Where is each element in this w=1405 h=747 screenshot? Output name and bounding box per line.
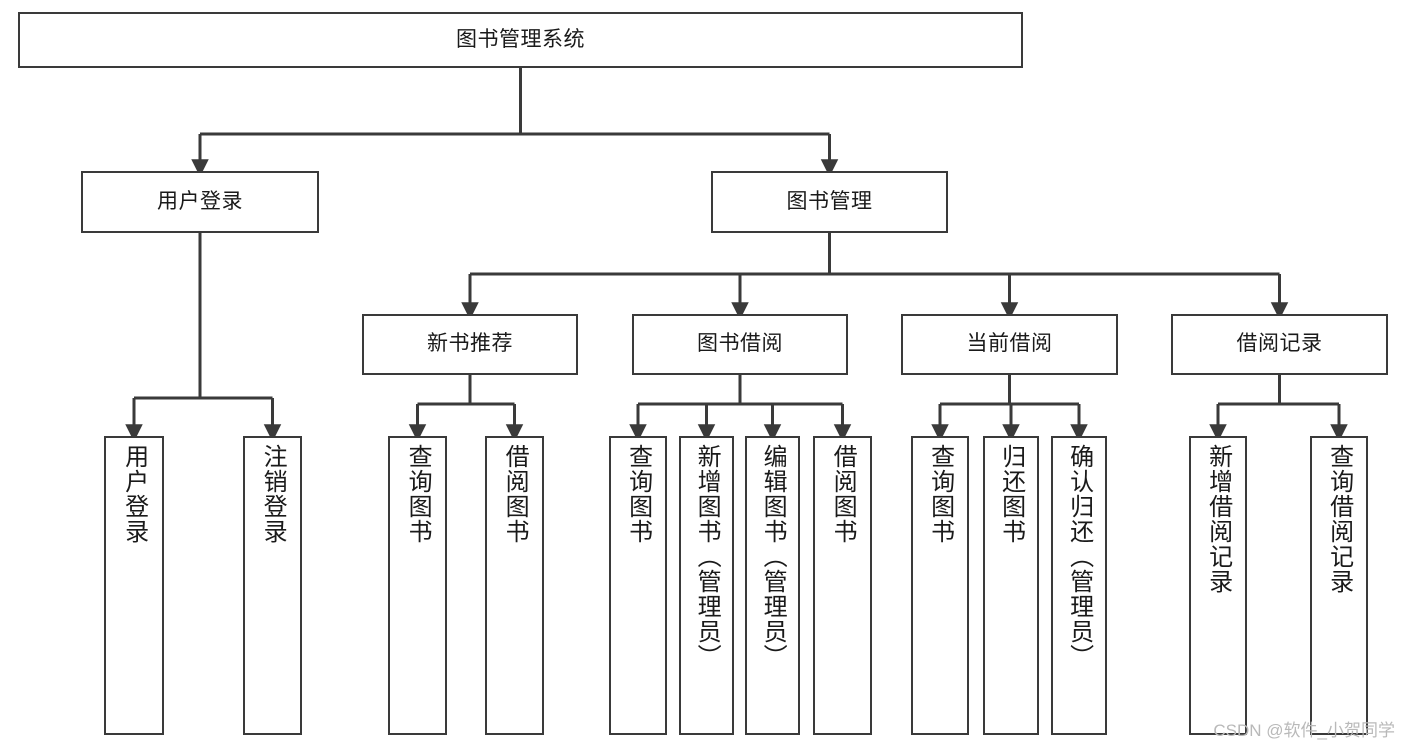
- node-label-leaf-query-book-3: 查询图书: [926, 444, 954, 544]
- node-user-login[interactable]: 用户登录: [81, 171, 319, 233]
- node-label-user-login: 用户登录: [157, 189, 243, 213]
- node-leaf-confirm-return[interactable]: 确认归还（管理员）: [1051, 436, 1107, 735]
- node-leaf-add-record[interactable]: 新增借阅记录: [1189, 436, 1247, 735]
- node-label-leaf-query-book-2: 查询图书: [624, 444, 652, 544]
- node-leaf-borrow-book-2[interactable]: 借阅图书: [813, 436, 872, 735]
- node-label-leaf-borrow-book-1: 借阅图书: [501, 444, 529, 544]
- node-leaf-query-record[interactable]: 查询借阅记录: [1310, 436, 1368, 735]
- node-label-book-borrow: 图书借阅: [697, 332, 783, 356]
- node-leaf-query-book-3[interactable]: 查询图书: [911, 436, 969, 735]
- node-label-leaf-return-book: 归还图书: [997, 444, 1025, 544]
- node-borrow-record[interactable]: 借阅记录: [1171, 314, 1388, 375]
- node-book-borrow[interactable]: 图书借阅: [632, 314, 848, 375]
- node-label-root: 图书管理系统: [456, 27, 585, 51]
- node-leaf-edit-book[interactable]: 编辑图书（管理员）: [745, 436, 800, 735]
- node-label-new-book-rec: 新书推荐: [427, 332, 513, 356]
- node-leaf-borrow-book-1[interactable]: 借阅图书: [485, 436, 544, 735]
- node-label-leaf-user-login: 用户登录: [120, 444, 148, 544]
- node-label-leaf-add-book: 新增图书（管理员）: [693, 444, 721, 669]
- node-label-current-borrow: 当前借阅: [966, 332, 1053, 356]
- node-leaf-user-login[interactable]: 用户登录: [104, 436, 164, 735]
- node-label-leaf-confirm-return: 确认归还（管理员）: [1065, 444, 1093, 669]
- node-new-book-rec[interactable]: 新书推荐: [362, 314, 578, 375]
- node-leaf-query-book-1[interactable]: 查询图书: [388, 436, 447, 735]
- node-label-book-manage: 图书管理: [786, 189, 873, 213]
- node-label-leaf-query-record: 查询借阅记录: [1325, 444, 1353, 594]
- node-leaf-return-book[interactable]: 归还图书: [983, 436, 1039, 735]
- node-label-leaf-query-book-1: 查询图书: [404, 444, 432, 544]
- node-label-leaf-borrow-book-2: 借阅图书: [829, 444, 857, 544]
- node-root[interactable]: 图书管理系统: [18, 12, 1023, 68]
- node-label-leaf-edit-book: 编辑图书（管理员）: [759, 444, 787, 669]
- node-label-borrow-record: 借阅记录: [1236, 332, 1323, 356]
- node-leaf-logout[interactable]: 注销登录: [243, 436, 302, 735]
- node-label-leaf-add-record: 新增借阅记录: [1204, 444, 1232, 594]
- node-current-borrow[interactable]: 当前借阅: [901, 314, 1118, 375]
- watermark: CSDN @软件_小贺同学: [1213, 721, 1395, 740]
- node-label-leaf-logout: 注销登录: [259, 444, 287, 544]
- node-leaf-query-book-2[interactable]: 查询图书: [609, 436, 667, 735]
- node-leaf-add-book[interactable]: 新增图书（管理员）: [679, 436, 734, 735]
- node-book-manage[interactable]: 图书管理: [711, 171, 948, 233]
